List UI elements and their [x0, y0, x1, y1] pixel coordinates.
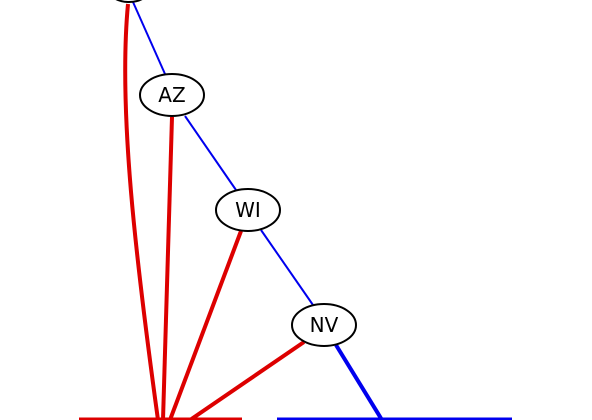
edge-wi-red	[168, 230, 243, 420]
edge-wi-nv	[260, 229, 314, 306]
node-az-label: AZ	[158, 83, 185, 107]
node-wi-label: WI	[235, 198, 261, 222]
node-az: AZ	[139, 73, 205, 117]
node-nv: NV	[291, 303, 357, 347]
edge-nv-red	[188, 340, 306, 420]
edge-top-red	[123, 3, 160, 420]
edge-az-red	[161, 116, 174, 420]
edge-az-wi	[184, 115, 237, 191]
edge-nv-blue	[334, 343, 384, 420]
node-nv-label: NV	[310, 313, 339, 337]
node-wi: WI	[215, 188, 281, 232]
edge-top-az	[132, 1, 166, 75]
node-top	[115, 0, 143, 3]
